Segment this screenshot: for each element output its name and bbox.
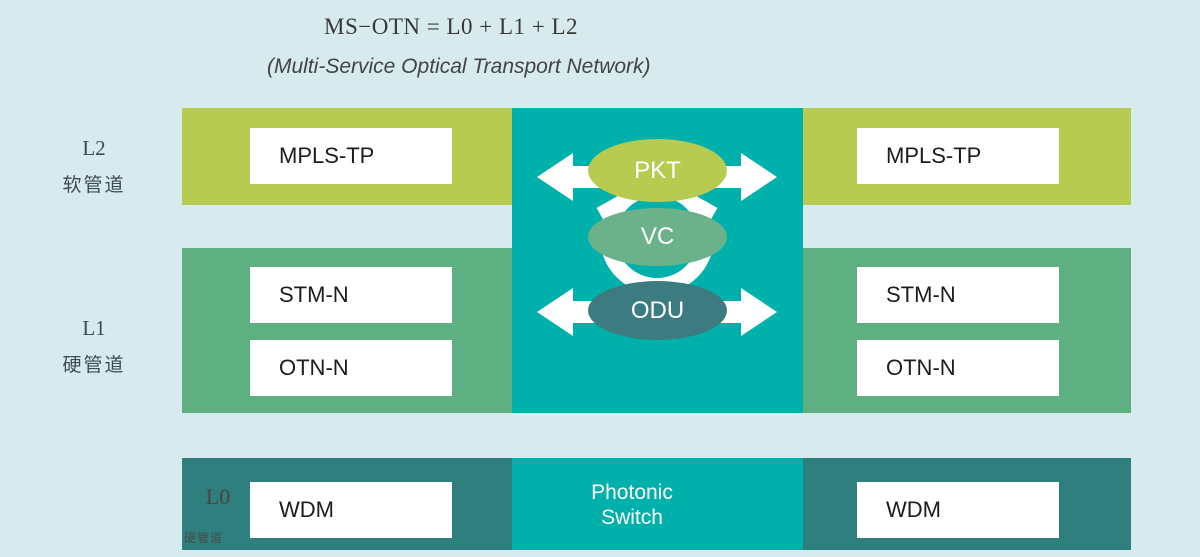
mpls-tp-box-left-label: MPLS-TP (279, 143, 375, 168)
otn-n-box-right: OTN-N (857, 340, 1059, 396)
vc-oval: VC (588, 208, 727, 266)
diagram-subtitle: (Multi-Service Optical Transport Network… (267, 55, 651, 78)
side-label-l2-code: L2 (82, 136, 106, 160)
side-label-l2: L2 软管道 (28, 136, 160, 197)
wdm-box-left: WDM (250, 482, 452, 538)
stm-n-box-right: STM-N (857, 267, 1059, 323)
photonic-switch-line2: Switch (601, 506, 663, 529)
mpls-tp-box-left: MPLS-TP (250, 128, 452, 184)
photonic-switch-block (512, 458, 803, 550)
l0-band-code: L0 (205, 484, 231, 509)
mpls-tp-box-right: MPLS-TP (857, 128, 1059, 184)
side-label-l1-code: L1 (82, 316, 106, 340)
side-label-l1-pipe: 硬管道 (62, 355, 126, 376)
wdm-box-right-label: WDM (886, 497, 941, 522)
wdm-box-right: WDM (857, 482, 1059, 538)
side-label-l1: L1 硬管道 (28, 316, 160, 377)
photonic-switch-line1: Photonic (591, 481, 673, 504)
side-label-l2-pipe: 软管道 (62, 175, 126, 196)
stm-n-box-left: STM-N (250, 267, 452, 323)
photonic-switch-label: Photonic Switch (512, 480, 752, 530)
otn-n-box-left-label: OTN-N (279, 355, 349, 380)
pkt-oval-label: PKT (634, 156, 681, 184)
wdm-box-left-label: WDM (279, 497, 334, 522)
otn-n-box-right-label: OTN-N (886, 355, 956, 380)
stm-n-box-left-label: STM-N (279, 282, 349, 307)
stm-n-box-right-label: STM-N (886, 282, 956, 307)
l0-band-pipe: 硬管道 (184, 531, 224, 545)
odu-oval: ODU (588, 281, 727, 340)
mpls-tp-box-right-label: MPLS-TP (886, 143, 982, 168)
diagram-title: MS−OTN = L0 + L1 + L2 (324, 14, 579, 39)
odu-oval-label: ODU (630, 296, 685, 324)
vc-oval-label: VC (640, 223, 675, 250)
otn-n-box-left: OTN-N (250, 340, 452, 396)
pkt-oval: PKT (588, 139, 727, 202)
